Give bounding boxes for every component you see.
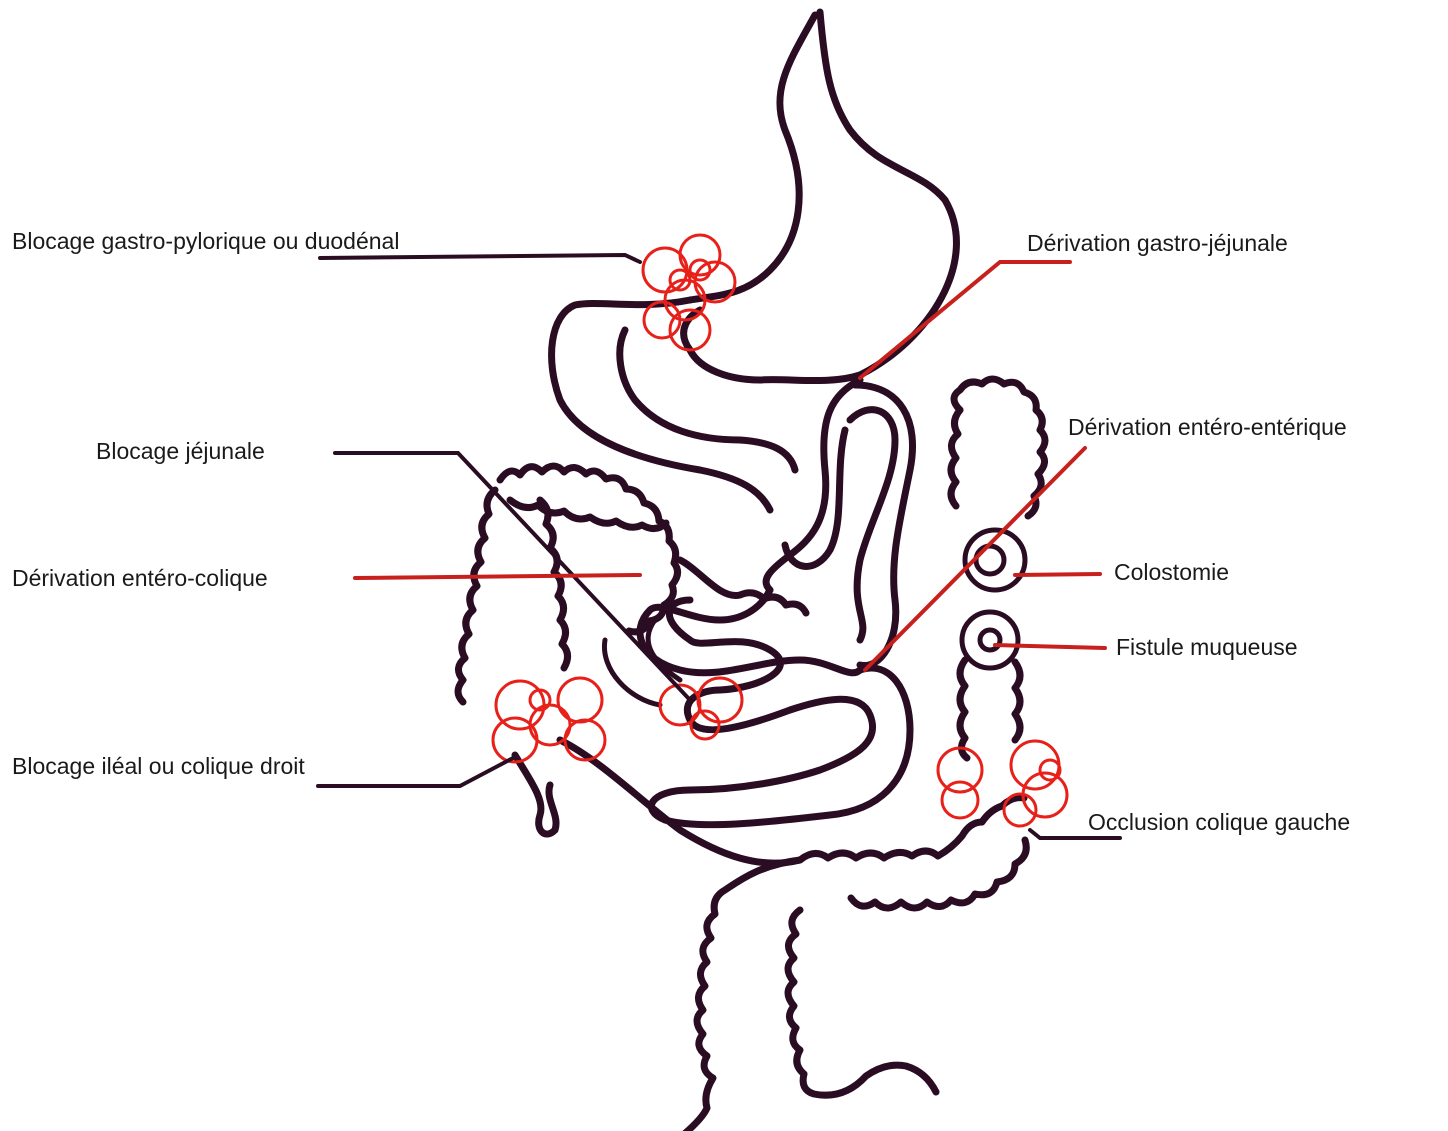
label-ileal-right-colic-block: Blocage iléal ou colique droit bbox=[12, 753, 305, 779]
ascending-colon bbox=[458, 490, 568, 834]
label-left-colic-occlusion: Occlusion colique gauche bbox=[1088, 809, 1350, 835]
leader-ileal bbox=[318, 757, 515, 786]
small-intestine bbox=[604, 380, 912, 825]
sigmoid-rectum bbox=[560, 740, 1026, 1131]
leader-entero-colic bbox=[355, 575, 640, 578]
label-gastro-pyloric-block: Blocage gastro-pylorique ou duodénal bbox=[12, 228, 399, 254]
label-colostomy: Colostomie bbox=[1114, 559, 1229, 585]
label-entero-colic-bypass: Dérivation entéro-colique bbox=[12, 565, 268, 591]
leader-gastro-jejunal bbox=[860, 262, 1070, 378]
obstruction-left-colic bbox=[938, 741, 1067, 826]
label-mucous-fistula: Fistule muqueuse bbox=[1116, 634, 1298, 660]
label-jejunal-block: Blocage jéjunale bbox=[96, 438, 265, 464]
leader-colostomy bbox=[1015, 574, 1100, 575]
label-gastro-jejunal-bypass: Dérivation gastro-jéjunale bbox=[1027, 230, 1288, 256]
leader-mucous-fistula bbox=[995, 645, 1105, 648]
obstruction-ileal bbox=[493, 678, 605, 762]
leader-gastro-pyloric bbox=[320, 255, 640, 262]
label-entero-enteric-bypass: Dérivation entéro-entérique bbox=[1068, 414, 1347, 440]
